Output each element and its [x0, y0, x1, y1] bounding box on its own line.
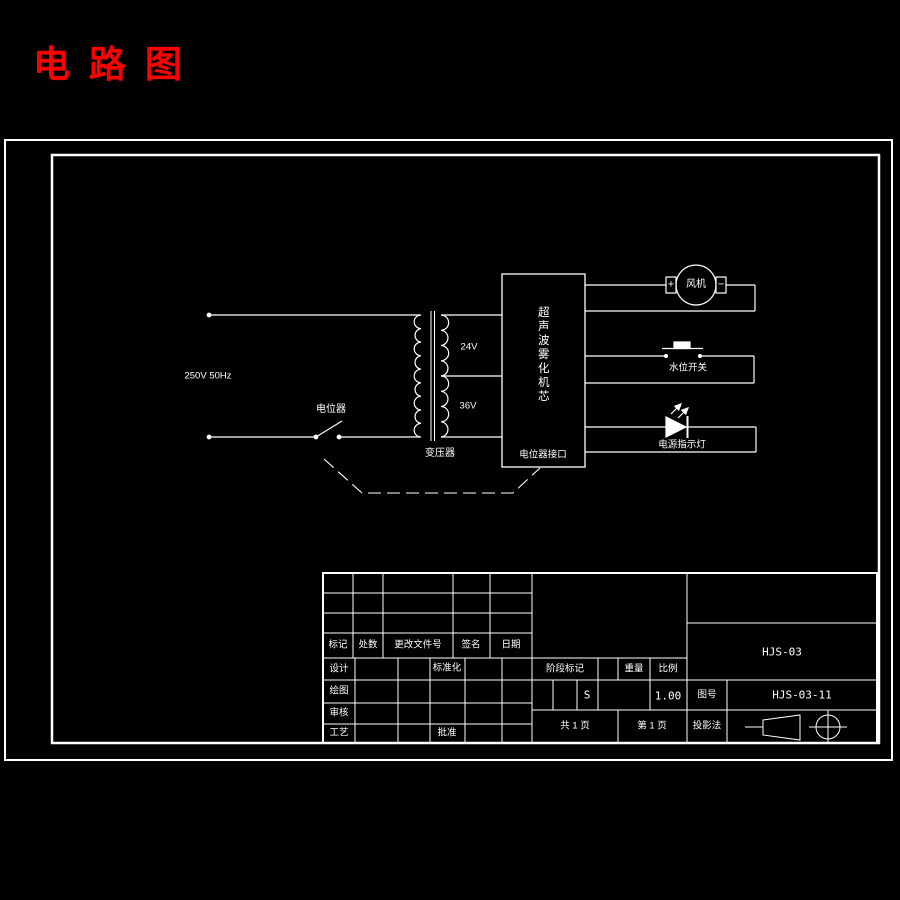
led-light-arrows	[670, 402, 690, 419]
tb-header-date: 日期	[501, 639, 521, 651]
potentiometer-port-label: 电位器接口	[519, 449, 567, 461]
tb-projection-label: 投影法	[692, 720, 722, 732]
outer-frame	[4, 139, 893, 761]
fan-label: 风机	[686, 279, 706, 290]
tb-header-change-file-no: 更改文件号	[394, 639, 442, 651]
tb-product-code: HJS-03	[762, 645, 802, 659]
tb-role-draw: 绘图	[329, 685, 349, 697]
tb-role-design: 设计	[329, 663, 349, 675]
source-voltage-label: 250V 50Hz	[184, 370, 232, 382]
fan-symbol	[585, 264, 756, 312]
tap-36v-label: 36V	[459, 400, 477, 412]
led-triangle	[665, 416, 688, 438]
projection-method-symbol	[745, 710, 847, 744]
potentiometer-switch-symbol	[315, 420, 343, 438]
transformer-primary-coil	[413, 314, 422, 438]
tb-role-process: 工艺	[329, 727, 349, 739]
drawing-title: 电 路 图	[33, 42, 185, 86]
title-block-grid	[322, 572, 878, 744]
atomizer-box-outline	[501, 273, 586, 468]
power-led-label: 电源指示灯	[658, 439, 706, 451]
tb-total-pages: 共 1 页	[560, 720, 590, 732]
tb-header-signature: 签名	[461, 639, 481, 651]
tb-header-mark: 标记	[328, 639, 348, 651]
tb-scale-label: 比例	[658, 663, 678, 675]
water-level-switch-symbol	[585, 341, 755, 384]
tb-drawing-no-label: 图号	[697, 689, 717, 701]
connection-dots	[206, 312, 702, 440]
fan-plus-label: +	[667, 278, 675, 291]
tb-header-count: 处数	[358, 639, 378, 651]
power-source-wires	[209, 314, 421, 438]
tb-scale-value: 1.00	[654, 689, 682, 703]
projection-cone-view	[762, 714, 801, 741]
water-switch-button	[673, 341, 691, 350]
tb-approve-label: 批准	[437, 727, 457, 739]
tb-stage-mark-label: 阶段标记	[545, 663, 585, 675]
tb-current-page: 第 1 页	[637, 720, 667, 732]
led-symbol	[585, 402, 757, 453]
tb-standardization-label: 标准化	[432, 662, 462, 674]
tb-drawing-no-value: HJS-03-11	[772, 688, 832, 702]
tap-24v-label: 24V	[460, 341, 478, 353]
fan-minus-label: −	[717, 278, 725, 291]
transformer-secondary-coil-top	[440, 314, 450, 377]
inner-frame	[50, 153, 881, 745]
transformer-symbol	[413, 311, 502, 441]
potentiometer-linkage-dashed-line	[323, 458, 541, 494]
transformer-label: 变压器	[425, 448, 455, 459]
tb-stage-value: S	[583, 688, 591, 702]
tb-role-check: 审核	[329, 707, 349, 719]
potentiometer-label: 电位器	[316, 404, 346, 415]
water-switch-label: 水位开关	[668, 362, 708, 374]
atomizer-box-label: 超声波雾化机芯	[536, 306, 549, 404]
tb-weight-label: 重量	[624, 663, 644, 675]
transformer-secondary-coil-bottom	[440, 375, 450, 438]
